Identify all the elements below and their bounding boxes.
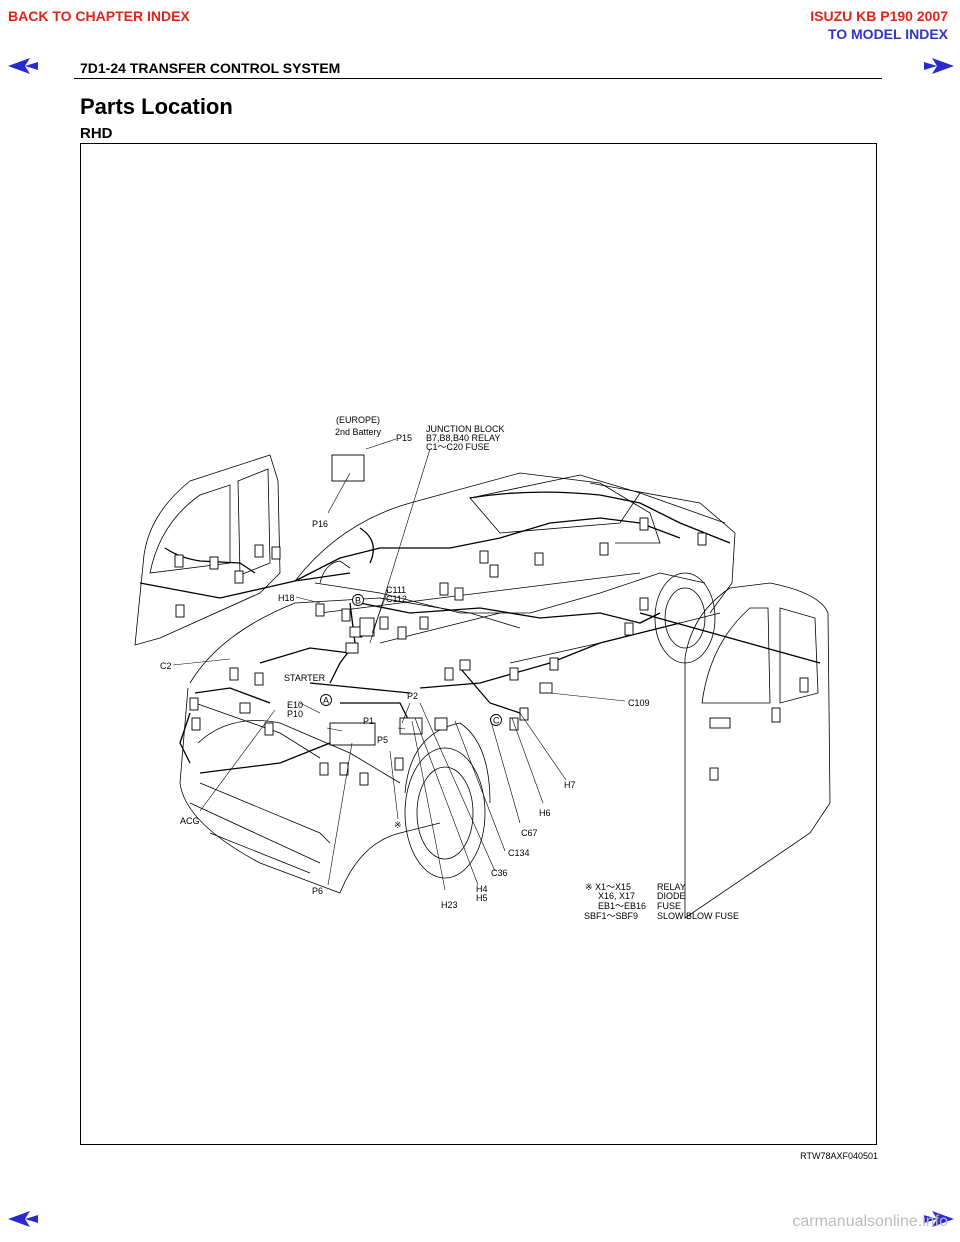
label-h6: H6 <box>539 808 551 818</box>
next-page-bottom-arrow-icon[interactable] <box>922 1210 956 1228</box>
label-c112: C112 <box>386 594 407 604</box>
legend-desc-4: SLOW BLOW FUSE <box>657 911 739 921</box>
label-h5: H5 <box>476 893 488 903</box>
label-h4: H4 <box>476 884 488 894</box>
label-c67: C67 <box>521 828 538 838</box>
callout-b: B <box>355 596 361 606</box>
figure-code: RTW78AXF040501 <box>800 1151 878 1161</box>
label-acg: ACG <box>180 816 200 826</box>
legend-desc-3: FUSE <box>657 901 681 911</box>
section-header: 7D1-24 TRANSFER CONTROL SYSTEM <box>80 60 341 76</box>
next-page-arrow-icon[interactable] <box>922 57 956 75</box>
label-p5: P5 <box>377 735 388 745</box>
previous-page-bottom-arrow-icon[interactable] <box>6 1210 40 1228</box>
label-junction-block: JUNCTION BLOCK <box>426 424 505 434</box>
wiring-harness <box>139 491 821 774</box>
label-relays: B7,B8,B40 RELAY <box>426 433 500 443</box>
label-fuses: C1～C20 FUSE <box>426 442 490 452</box>
legend-desc-1: RELAY <box>657 882 686 892</box>
label-starter: STARTER <box>284 673 326 683</box>
page-subtitle: RHD <box>80 125 113 142</box>
legend-code-2: X16, X17 <box>598 891 635 901</box>
label-relay-marker: ※ <box>394 820 402 830</box>
label-h18: H18 <box>278 593 295 603</box>
label-p1: P1 <box>363 716 374 726</box>
leader-lines <box>172 438 626 891</box>
label-h23: H23 <box>441 900 458 910</box>
page-title: Parts Location <box>80 94 233 119</box>
label-europe: (EUROPE) <box>336 415 380 425</box>
label-p16: P16 <box>312 519 328 529</box>
legend: ※ X1～X15 RELAY X16, X17 DIODE EB1～EB16 F… <box>584 882 739 921</box>
label-h7: H7 <box>564 780 576 790</box>
legend-code-1: ※ X1～X15 <box>585 882 631 892</box>
label-p10: P10 <box>287 709 303 719</box>
callout-a: A <box>323 696 329 706</box>
legend-code-4: SBF1～SBF9 <box>584 911 638 921</box>
footer-watermark: carmanualsonline.info <box>792 1213 948 1230</box>
to-model-index-link[interactable]: TO MODEL INDEX <box>827 26 948 42</box>
back-to-chapter-index-link[interactable]: BACK TO CHAPTER INDEX <box>8 8 190 24</box>
label-c36: C36 <box>491 868 508 878</box>
callout-c: C <box>493 716 500 726</box>
label-p2: P2 <box>407 691 418 701</box>
label-p15: P15 <box>396 433 412 443</box>
label-c109: C109 <box>628 698 650 708</box>
vehicle-outline <box>134 454 831 919</box>
label-2nd-battery: 2nd Battery <box>335 427 382 437</box>
label-c2: C2 <box>160 661 172 671</box>
label-c134: C134 <box>508 848 530 858</box>
label-e10: E10 <box>287 700 303 710</box>
model-title-link[interactable]: ISUZU KB P190 2007 <box>810 8 948 24</box>
callout-circles: B A C <box>320 594 502 726</box>
label-p6: P6 <box>312 886 323 896</box>
legend-desc-2: DIODE <box>657 891 686 901</box>
vehicle-harness-diagram: B A C (EUROPE) 2nd Battery P15 P16 JU <box>134 415 831 921</box>
previous-page-arrow-icon[interactable] <box>6 57 40 75</box>
label-c111: C111 <box>386 585 406 595</box>
connectors <box>174 454 809 786</box>
legend-code-3: EB1～EB16 <box>598 901 646 911</box>
header-divider <box>74 78 882 79</box>
diagram-labels: (EUROPE) 2nd Battery P15 P16 JUNCTION BL… <box>160 415 650 910</box>
figure-frame <box>80 143 877 1145</box>
